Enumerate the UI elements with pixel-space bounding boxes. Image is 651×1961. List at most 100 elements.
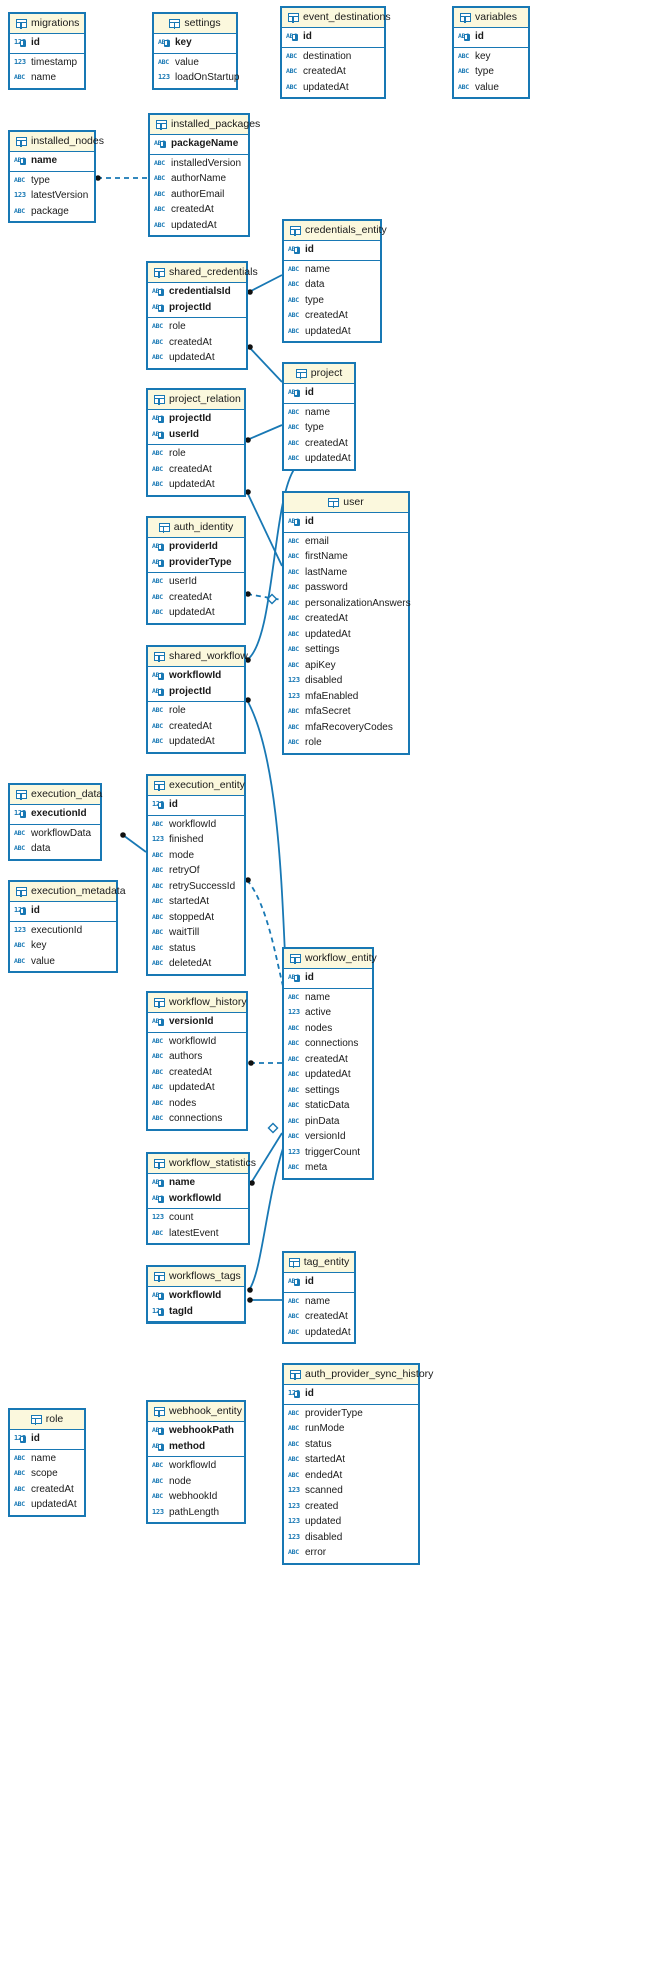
table-header-migrations[interactable]: migrations — [10, 14, 84, 34]
table-header-credentials_entity[interactable]: credentials_entity — [284, 221, 387, 241]
table-header-workflow_history[interactable]: workflow_history — [148, 993, 247, 1013]
table-header-settings[interactable]: settings — [154, 14, 236, 34]
table-header-workflow_entity[interactable]: workflow_entity — [284, 949, 377, 969]
table-header-workflows_tags[interactable]: workflows_tags — [148, 1267, 244, 1287]
table-header-installed_packages[interactable]: installed_packages — [150, 115, 260, 135]
table-header-project[interactable]: project — [284, 364, 354, 384]
table-header-event_destinations[interactable]: event_destinations — [282, 8, 391, 28]
table-header-auth_identity[interactable]: auth_identity — [148, 518, 244, 538]
table-header-variables[interactable]: variables — [454, 8, 528, 28]
table-header-execution_metadata[interactable]: execution_metadata — [10, 882, 126, 902]
table-header-installed_nodes[interactable]: installed_nodes — [10, 132, 104, 152]
table-header-workflow_statistics[interactable]: workflow_statistics — [148, 1154, 256, 1174]
